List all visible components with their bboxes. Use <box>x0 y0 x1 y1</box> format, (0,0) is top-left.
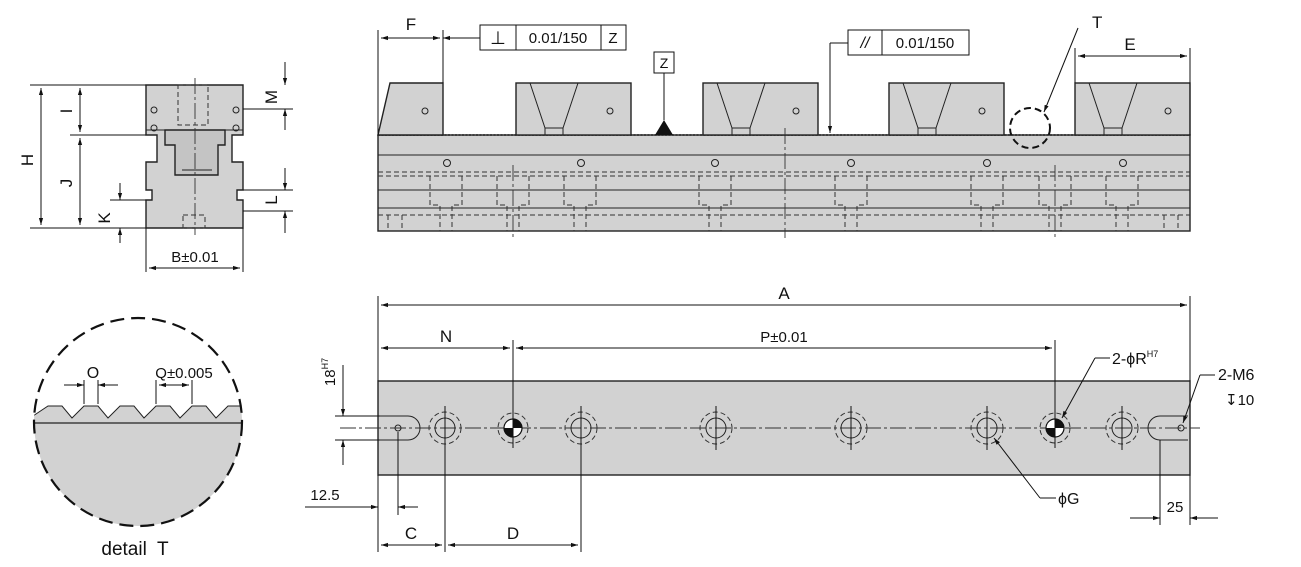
pin-hole-R-right <box>1039 408 1071 448</box>
pin-hole-R-left <box>497 408 529 448</box>
datum-triangle <box>655 120 673 135</box>
end-view-dimensions: H I J K M L B±0.01 <box>18 62 293 272</box>
dim-C: C <box>405 524 417 543</box>
perp-value: 0.01/150 <box>529 30 587 47</box>
callout-R: 2-ϕR <box>1112 351 1147 368</box>
front-view: T <box>377 13 1191 238</box>
dim-E: E <box>1124 35 1135 54</box>
plan-view-dimensions: A N P±0.01 18H7 12.5 C D 25 ϕG <box>305 284 1255 552</box>
dim-I: I <box>57 109 76 114</box>
dim-B: B±0.01 <box>171 249 218 266</box>
dim-A: A <box>778 284 790 303</box>
callout-M6-depth: ↧10 <box>1225 392 1254 409</box>
detail-label: detail T <box>101 539 169 560</box>
dim-G: ϕG <box>1058 491 1079 508</box>
dim-O: O <box>87 365 99 382</box>
jaw-5 <box>1074 82 1191 136</box>
plan-view <box>340 380 1200 476</box>
svg-text:2-ϕRH7: 2-ϕRH7 <box>1112 349 1158 368</box>
perp-datum: Z <box>608 30 617 47</box>
callout-R-tol: H7 <box>1147 349 1159 359</box>
end-view <box>145 78 244 235</box>
dim-25: 25 <box>1167 499 1184 516</box>
detail-T-marker <box>1009 107 1051 149</box>
dim-H: H <box>18 154 37 166</box>
detail-T-view: O Q±0.005 detail T <box>32 316 244 560</box>
jaw-3 <box>702 82 819 136</box>
jaw-1 <box>377 82 444 136</box>
dim-J: J <box>57 179 76 188</box>
para-symbol: // <box>860 35 871 52</box>
dim-P: P±0.01 <box>760 329 807 346</box>
callout-M6: 2-M6 <box>1218 367 1255 384</box>
dim-L: L <box>262 195 281 204</box>
dim-Q: Q±0.005 <box>155 365 212 382</box>
parallelism-frame: // 0.01/150 <box>847 29 970 56</box>
jaw-2 <box>515 82 632 136</box>
dim-18: 18 <box>322 369 339 386</box>
dim-18-tol: H7 <box>320 358 330 370</box>
dim-12-5: 12.5 <box>310 487 339 504</box>
label-T: T <box>1092 13 1102 32</box>
perpendicularity-frame: ⊥ 0.01/150 Z <box>479 24 627 51</box>
perp-symbol: ⊥ <box>490 28 506 48</box>
dim-D: D <box>507 524 519 543</box>
svg-text:18H7: 18H7 <box>320 358 339 386</box>
para-value: 0.01/150 <box>896 35 954 52</box>
jaw-4 <box>888 82 1005 136</box>
front-view-annotations: F ⊥ 0.01/150 Z Z // 0.01/150 E <box>377 15 1191 135</box>
dim-N: N <box>440 327 452 346</box>
datum-Z: Z <box>660 55 669 71</box>
dim-M: M <box>262 90 281 104</box>
dim-F: F <box>406 15 416 34</box>
dim-K: K <box>95 212 114 224</box>
hole-G <box>428 406 462 450</box>
